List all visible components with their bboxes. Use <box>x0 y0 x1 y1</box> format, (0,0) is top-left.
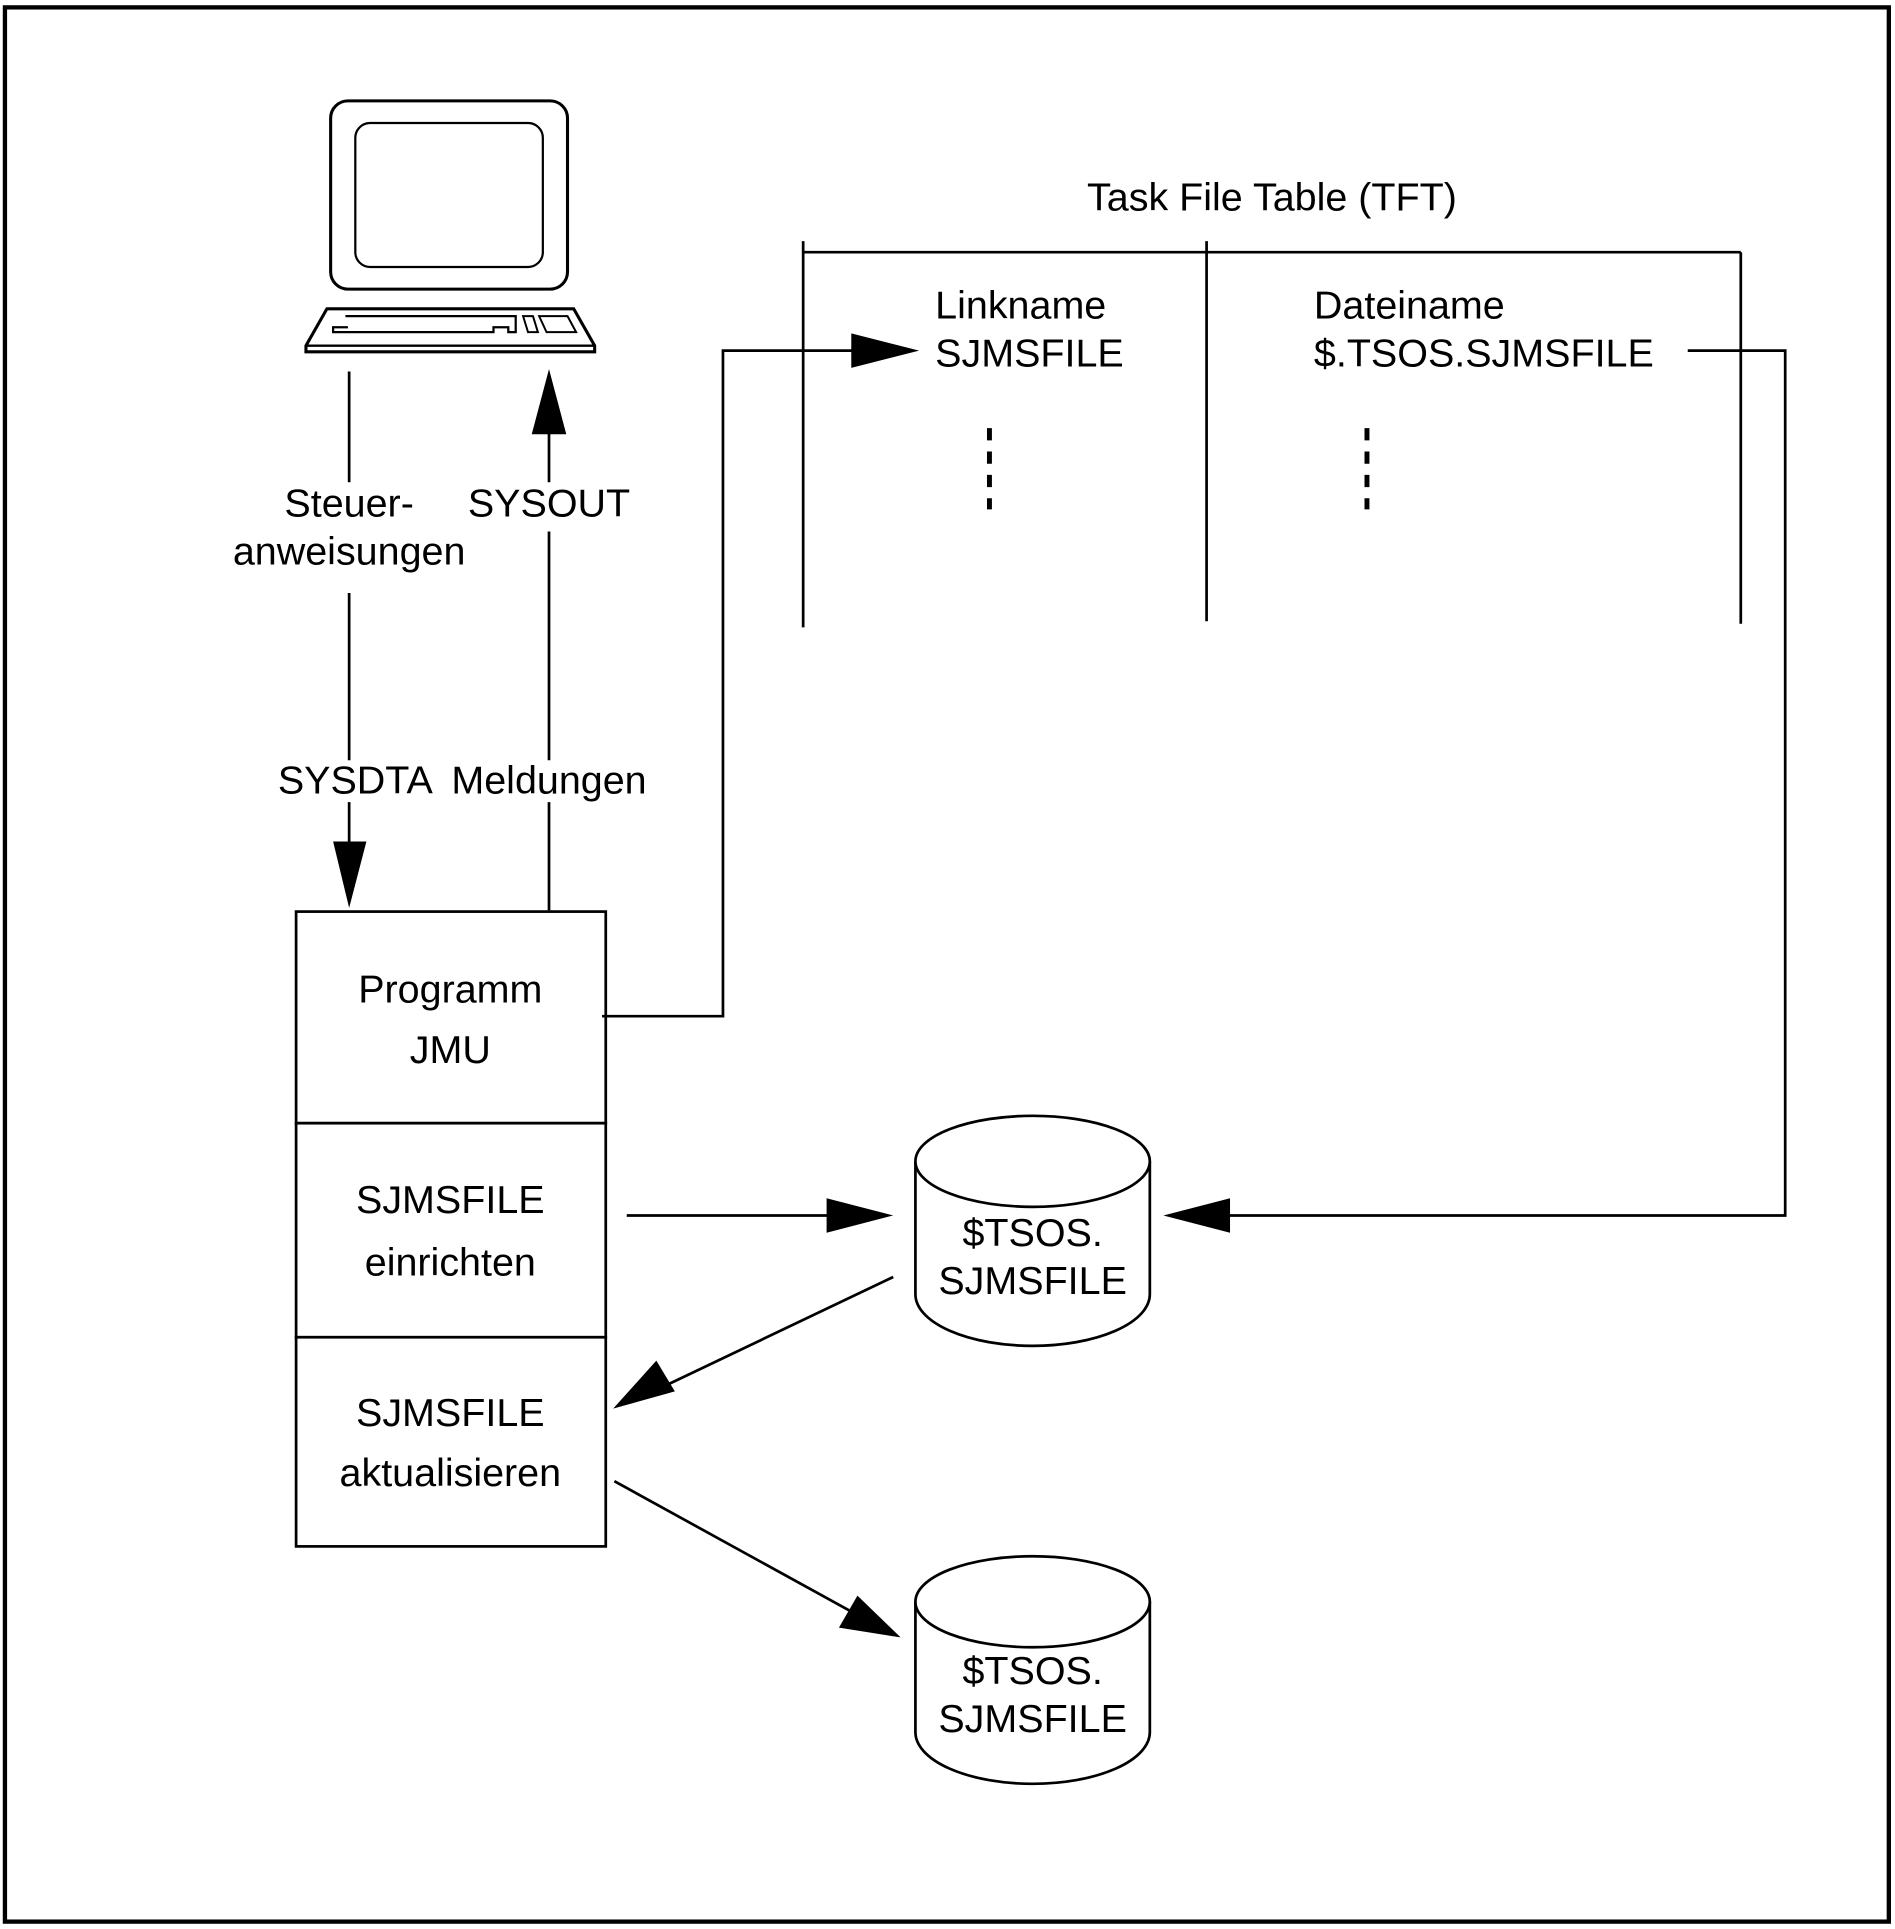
label-steuer: Steuer- <box>284 482 413 526</box>
tft-title: Task File Table (TFT) <box>1087 175 1457 219</box>
aktualisieren-arrowhead <box>613 1360 675 1409</box>
einrichten-arrowhead <box>826 1198 894 1233</box>
jmu-to-linkname-connector <box>602 349 864 1018</box>
dataset1-line2: SJMSFILE <box>938 1259 1127 1303</box>
program-stack: Programm JMU SJMSFILE einrichten SJMSFIL… <box>294 910 608 1548</box>
dataset2-arrowhead <box>838 1595 901 1638</box>
tft-table <box>801 241 1743 628</box>
dataset-cylinder-1: $TSOS. SJMSFILE <box>914 1114 1152 1348</box>
linkname-arrowhead <box>851 333 920 368</box>
tft-col-dateiname-header: Dateiname <box>1314 284 1505 328</box>
dateiname-to-dataset-connector <box>1221 349 1787 1217</box>
einrichten-line2: einrichten <box>365 1241 536 1285</box>
aktualisieren-to-dataset2-line <box>613 1480 852 1613</box>
terminal-icon <box>304 99 597 354</box>
aktualisieren-line1: SJMSFILE <box>356 1391 545 1435</box>
dataset1-line1: $TSOS. <box>962 1211 1102 1255</box>
einrichten-line1: SJMSFILE <box>356 1178 545 1222</box>
dataset-to-aktualisieren-line <box>665 1275 894 1387</box>
label-anweisungen: anweisungen <box>233 530 466 574</box>
program-jmu-line2: JMU <box>410 1028 491 1072</box>
label-sysout: SYSOUT <box>468 482 630 526</box>
sysdta-arrowhead <box>333 841 367 908</box>
dataset-cylinder-2: $TSOS. SJMSFILE <box>914 1554 1152 1786</box>
label-meldungen: Meldungen <box>451 759 646 803</box>
label-sysdta: SYSDTA <box>278 759 434 803</box>
sysout-arrowhead <box>531 369 567 435</box>
dataset2-line1: $TSOS. <box>962 1649 1102 1693</box>
program-jmu-line1: Programm <box>358 968 542 1012</box>
tft-col-dateiname-value: $.TSOS.SJMSFILE <box>1314 332 1654 376</box>
dataset2-line2: SJMSFILE <box>938 1697 1127 1741</box>
sjmsfile-aktualisieren-box <box>294 1335 608 1548</box>
program-jmu-box <box>294 910 608 1125</box>
tft-col-linkname-header: Linkname <box>935 284 1106 328</box>
aktualisieren-line2: aktualisieren <box>340 1451 562 1495</box>
tft-col-linkname-value: SJMSFILE <box>935 332 1124 376</box>
dataset1-right-arrowhead <box>1163 1198 1231 1233</box>
sjmsfile-einrichten-box <box>294 1121 608 1339</box>
